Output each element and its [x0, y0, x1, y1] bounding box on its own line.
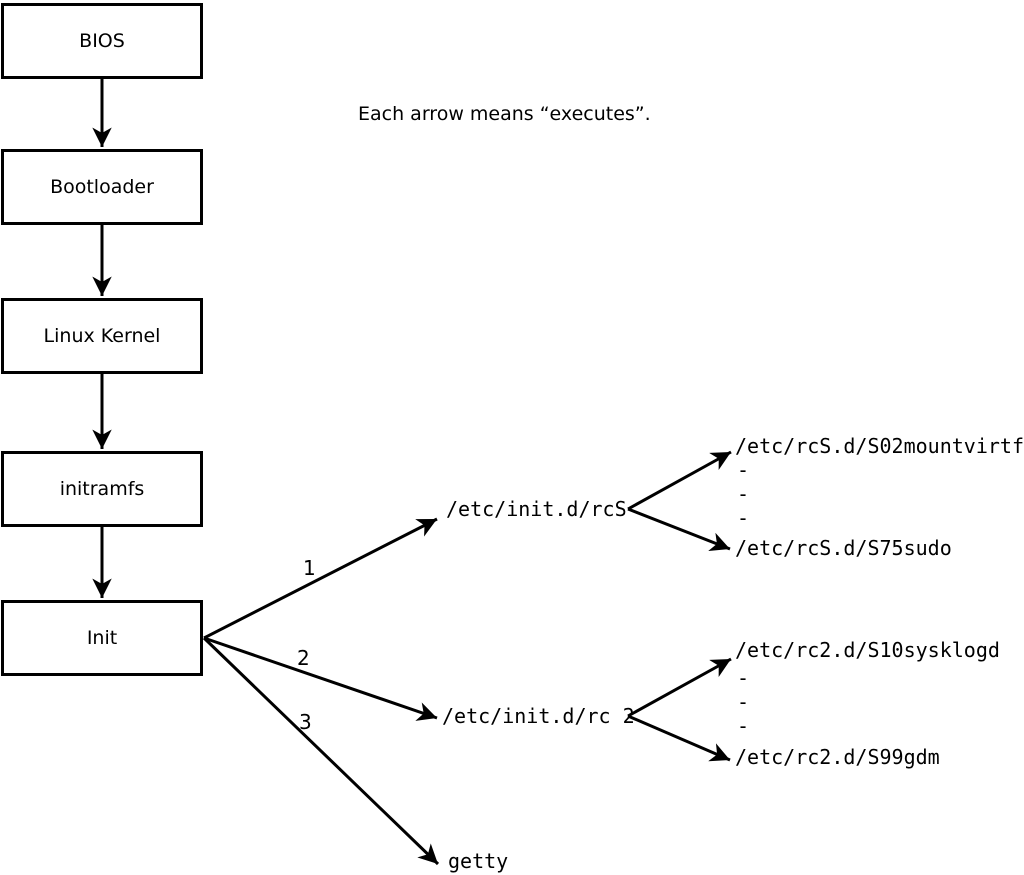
rcs-child-last: /etc/rcS.d/S75sudo: [735, 536, 952, 560]
node-initramfs: initramfs: [1, 451, 203, 527]
node-linux-kernel: Linux Kernel: [1, 298, 203, 374]
node-init-label: Init: [86, 626, 118, 649]
arrow-init-to-rcs: [203, 517, 438, 640]
rc2-child-ellipsis-dash: -: [737, 714, 750, 738]
arrow-init-to-getty: [202, 636, 440, 866]
node-linux-kernel-label: Linux Kernel: [43, 324, 161, 347]
rcs-child-ellipsis-dash: -: [737, 482, 750, 506]
arrow-label-3: 3: [299, 710, 312, 734]
rcs-child-ellipsis-dash: -: [737, 506, 750, 530]
node-bios: BIOS: [1, 3, 203, 79]
rc2-child-ellipsis-dash: -: [737, 690, 750, 714]
rc2-child-ellipsis-dash: -: [737, 666, 750, 690]
arrow-init-to-rc2: [203, 636, 438, 721]
rcs-child-first: /etc/rcS.d/S02mountvirtfs: [735, 434, 1024, 458]
arrow-rc2-to-first-script: [627, 657, 732, 718]
arrow-rcs-to-last-script: [627, 507, 731, 551]
rcs-child-ellipsis-dash: -: [737, 458, 750, 482]
rc2-child-last: /etc/rc2.d/S99gdm: [735, 745, 940, 769]
diagram-caption: Each arrow means “executes”.: [358, 103, 651, 125]
rc2-child-first: /etc/rc2.d/S10sysklogd: [735, 638, 1000, 662]
node-init: Init: [1, 600, 203, 676]
node-initramfs-label: initramfs: [59, 477, 145, 500]
arrow-label-2: 2: [297, 646, 310, 670]
node-bootloader: Bootloader: [1, 149, 203, 225]
arrow-rcs-to-first-script: [627, 450, 732, 511]
arrow-label-1: 1: [303, 556, 316, 580]
arrow-rc2-to-last-script: [627, 714, 731, 762]
node-rcs-script: /etc/init.d/rcS: [446, 497, 627, 521]
node-rc2-script: /etc/init.d/rc 2: [442, 704, 635, 728]
node-getty: getty: [448, 849, 509, 873]
node-bootloader-label: Bootloader: [50, 175, 154, 198]
node-bios-label: BIOS: [79, 29, 125, 52]
